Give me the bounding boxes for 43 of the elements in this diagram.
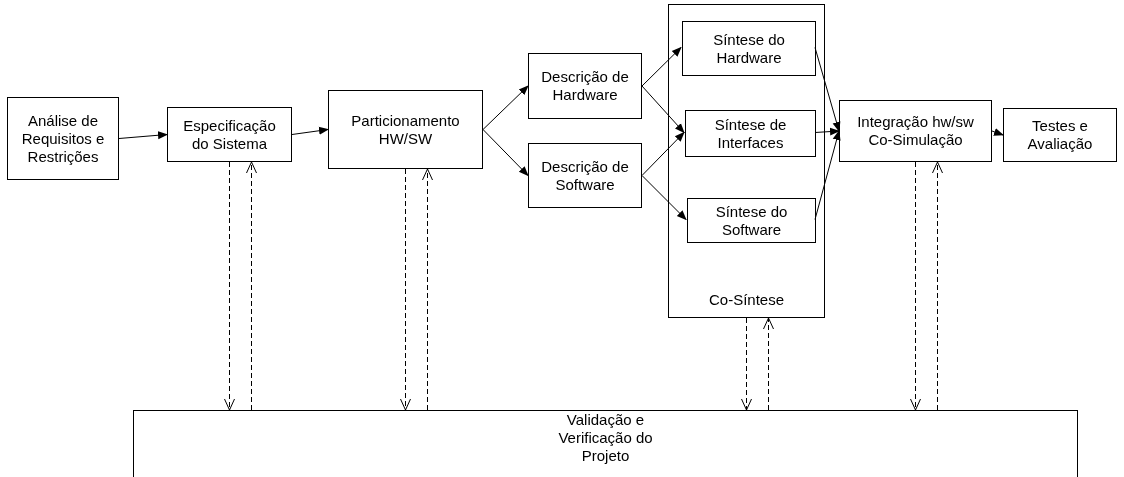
process-box (528, 143, 642, 208)
process-box (685, 110, 816, 157)
arrow (291, 126, 329, 135)
node-label: Análise de Requisitos e Restrições (20, 111, 106, 166)
process-box (167, 107, 292, 162)
arrow (224, 161, 235, 411)
arrow (991, 128, 1004, 136)
arrow (482, 85, 529, 130)
arrow (814, 127, 840, 136)
arrow (641, 131, 685, 176)
process-box (1003, 108, 1117, 162)
node-label: Integração hw/sw Co-Simulação (856, 113, 975, 149)
node-label: Síntese do Software (714, 202, 789, 239)
process-box (328, 90, 483, 169)
node-label: Descrição de Software (540, 157, 630, 194)
process-box (7, 97, 119, 180)
arrow (246, 161, 257, 411)
process-box (839, 100, 992, 162)
process-box (528, 53, 642, 119)
node-label: Síntese do Hardware (712, 30, 786, 67)
arrow (641, 85, 685, 134)
arrow (814, 47, 841, 132)
arrow (118, 131, 168, 140)
node-label: Particionamento HW/SW (350, 111, 461, 148)
arrow (422, 168, 433, 411)
node-label: Validação e Verificação do Projeto (557, 411, 654, 465)
process-box (682, 21, 816, 76)
arrow (932, 161, 943, 411)
arrow (482, 129, 529, 177)
arrow (763, 317, 774, 411)
node-label: Especificação do Sistema (182, 116, 277, 153)
arrow (400, 168, 411, 411)
arrow (641, 46, 682, 87)
arrow (741, 317, 752, 411)
arrow (910, 161, 921, 411)
node-label: Co-Síntese (708, 291, 784, 309)
node-label: Testes e Avaliação (1026, 117, 1094, 153)
process-box (687, 198, 816, 243)
group-box (668, 4, 825, 318)
process-box (133, 410, 1078, 477)
arrow (641, 175, 687, 221)
node-label: Descrição de Hardware (540, 68, 630, 104)
node-label: Síntese de Interfaces (713, 115, 788, 152)
